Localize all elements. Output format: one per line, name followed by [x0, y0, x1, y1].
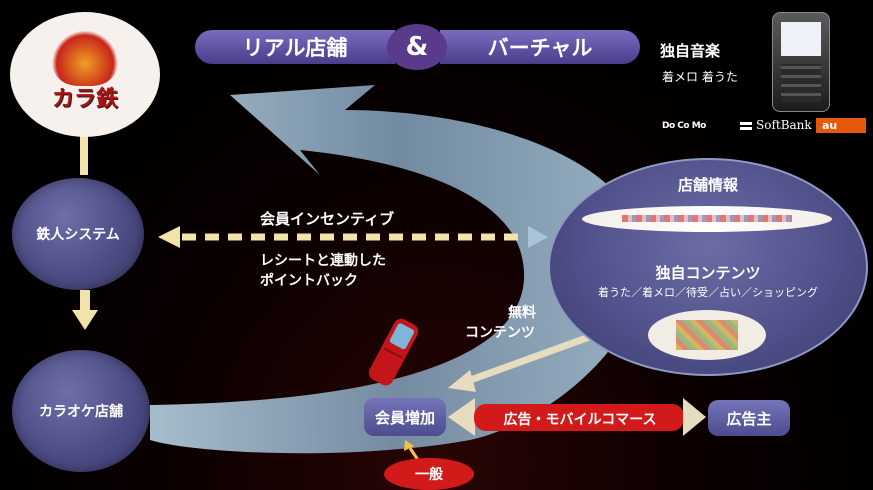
member-increase-box: 会員増加 — [364, 398, 446, 436]
mobile-phone-icon — [772, 12, 830, 112]
receipt-label-2: ポイントバック — [260, 273, 358, 289]
arrow-down-shaft — [80, 290, 90, 310]
ad-arrow-right-head — [683, 398, 706, 436]
dashed-arrow-left-head — [158, 226, 180, 248]
mobile-phone-keypad — [781, 64, 821, 102]
node-tetsujin-system: 鉄人システム — [12, 178, 144, 290]
advertiser-label: 広告主 — [726, 409, 772, 428]
ad-commerce-label: 広告・モバイルコマース — [503, 412, 657, 428]
banner-left-label: リアル店舗 — [242, 36, 348, 60]
ad-arrow-body — [474, 404, 684, 431]
softbank-logo: SoftBank — [756, 118, 812, 132]
contents-list: 着うた／着メロ／待受／占い／ショッピング — [598, 286, 818, 299]
au-logo-text: au — [822, 119, 838, 132]
ad-arrow-left-head — [448, 398, 475, 436]
shop-info-banner — [582, 206, 832, 232]
banner-amp: & — [387, 24, 447, 70]
node-tetsujin-label: 鉄人システム — [36, 227, 120, 243]
original-contents-title: 独自コンテンツ — [655, 264, 761, 282]
node-karaoke-label: カラオケ店舗 — [39, 404, 123, 420]
contents-image — [648, 310, 766, 360]
general-label: 一般 — [415, 467, 443, 483]
mobile-phone-screen — [781, 22, 821, 56]
incentive-label: 会員インセンティブ — [260, 210, 395, 228]
receipt-label-1: レシートと連動した — [260, 253, 386, 269]
banner-left: リアル店舗 — [195, 30, 395, 64]
au-logo: au — [816, 118, 866, 133]
connector-logo-tetsujin — [80, 130, 88, 175]
free-content-arrow-head — [448, 370, 476, 392]
shop-info-banner-stripe — [622, 215, 792, 222]
music-sub: 着メロ 着うた — [662, 70, 738, 84]
member-increase-label: 会員増加 — [374, 408, 435, 427]
free-label-2: コンテンツ — [465, 325, 535, 341]
dashed-arrow-right-head — [528, 226, 548, 248]
red-phone-icon — [368, 318, 419, 386]
logo-text: カラ鉄 — [51, 85, 118, 112]
free-label-1: 無料 — [508, 305, 536, 321]
general-arrow-head — [404, 440, 414, 451]
logo-flame-icon — [52, 30, 118, 86]
shop-info-title: 店舗情報 — [677, 176, 738, 194]
virtual-ellipse: 店舗情報 独自コンテンツ 着うた／着メロ／待受／占い／ショッピング — [548, 158, 868, 376]
music-title: 独自音楽 — [660, 42, 721, 60]
free-content-arrow — [463, 332, 594, 386]
karatetsu-logo: カラ鉄 — [10, 12, 160, 137]
general-ellipse: 一般 — [384, 458, 474, 490]
node-karaoke-shop: カラオケ店舗 — [12, 350, 150, 472]
advertiser-box: 広告主 — [708, 400, 790, 436]
docomo-logo: Do Co Mo — [662, 121, 706, 131]
softbank-mark-icon — [740, 122, 752, 130]
banner-right: バーチャル — [440, 30, 640, 64]
arrow-down-head — [72, 310, 98, 330]
banner-amp-label: & — [405, 32, 429, 62]
contents-image-mosaic — [676, 320, 738, 350]
banner-right-label: バーチャル — [487, 36, 593, 60]
